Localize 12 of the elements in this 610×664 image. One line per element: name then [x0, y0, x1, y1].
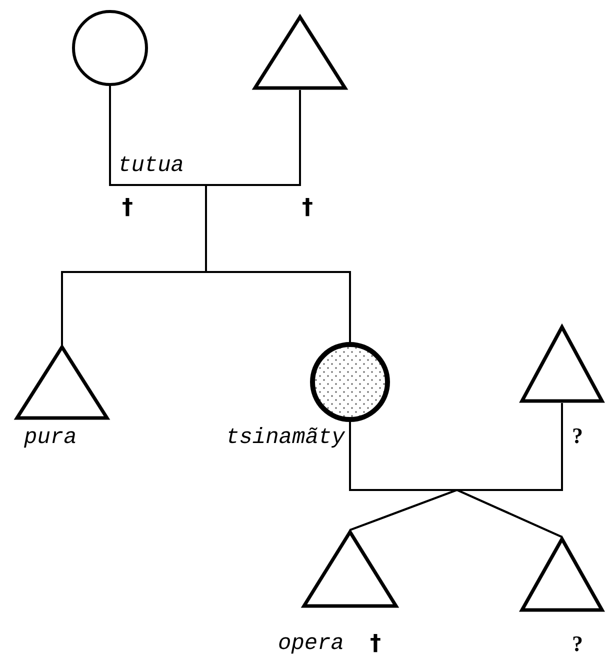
deceased-mark: †: [122, 196, 133, 220]
unknown-mark: ?: [572, 632, 583, 656]
deceased-mark: †: [370, 632, 381, 656]
female-symbol: [72, 10, 148, 86]
kinship-term: tsinamãty: [226, 426, 345, 450]
kinship-term: tutua: [118, 154, 184, 178]
kinship-term: opera: [278, 632, 344, 656]
kinship-term: pura: [24, 426, 77, 450]
deceased-mark: †: [302, 196, 313, 220]
unknown-mark: ?: [572, 424, 583, 448]
male-symbol: [253, 15, 347, 90]
kinship-line: [456, 403, 563, 538]
